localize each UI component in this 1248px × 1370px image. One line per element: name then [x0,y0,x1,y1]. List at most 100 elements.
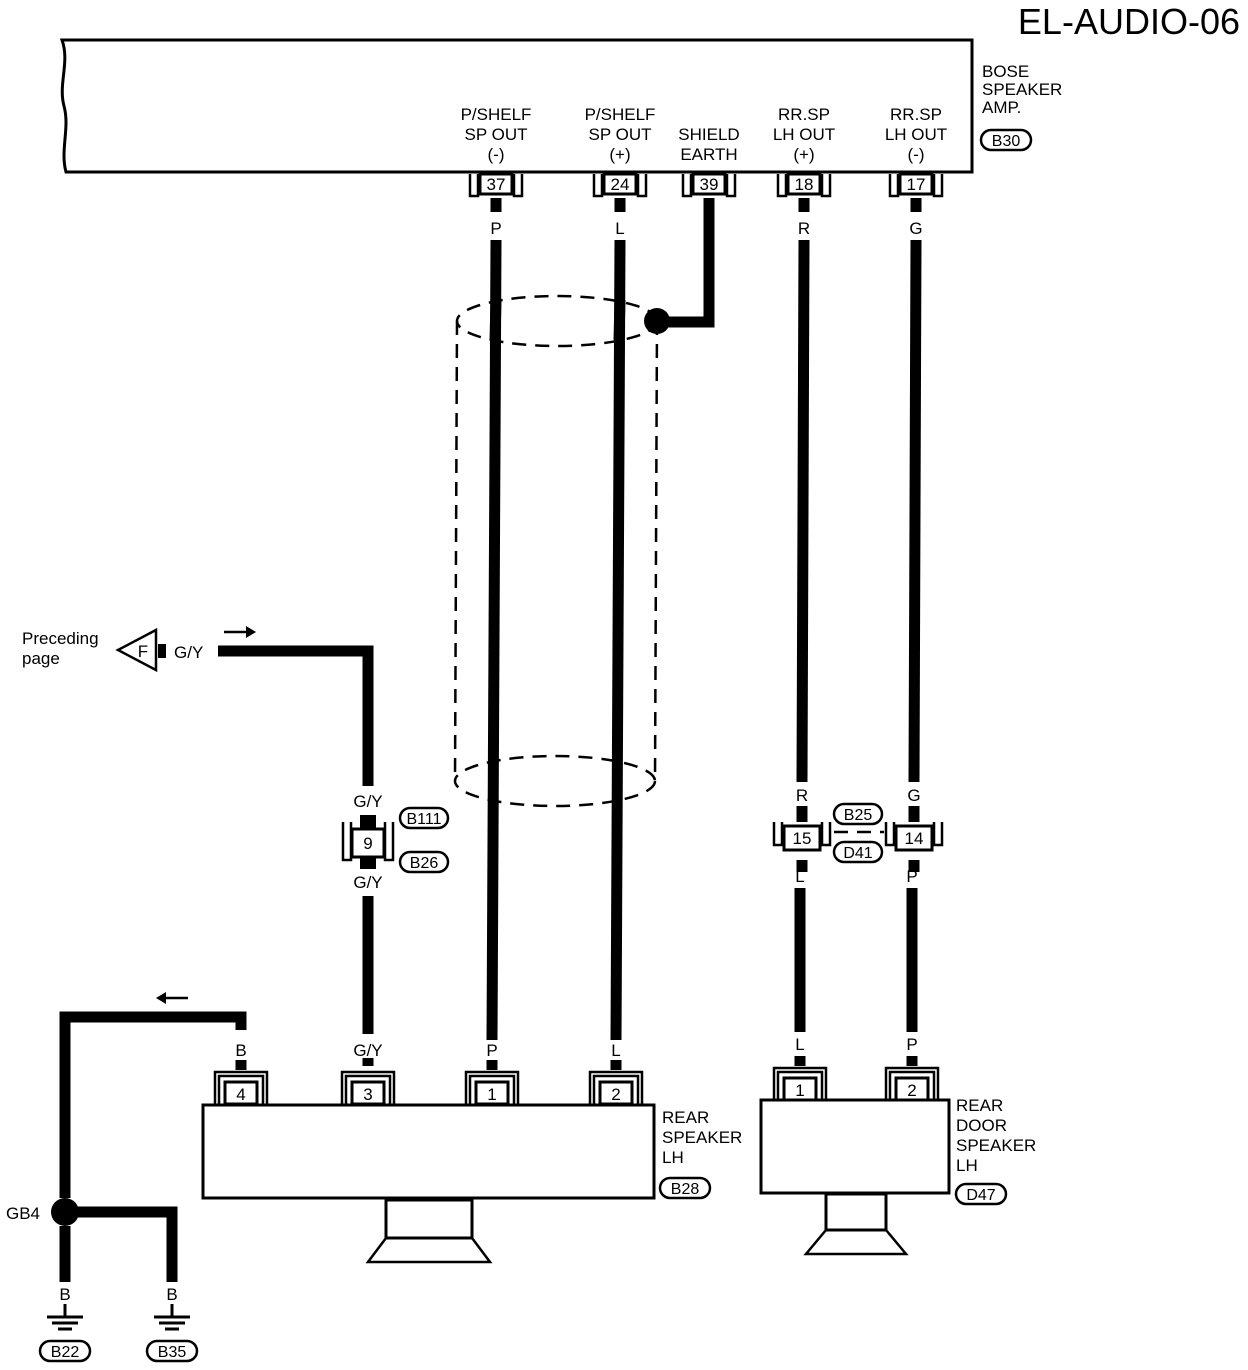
rear-door-speaker-body [759,1098,951,1195]
inline-connector-b25-pin14: 14 [884,822,944,852]
svg-text:1: 1 [487,1085,496,1104]
svg-text:B35: B35 [158,1344,187,1361]
svg-text:B30: B30 [992,133,1021,150]
wire-color-17: G [909,219,922,238]
wire-color-gy-bottom: G/Y [353,873,382,892]
connector-badge-b111: B111 [398,806,450,830]
ground-symbol-icon-1 [47,1304,83,1331]
amp-pin-37: 37 [468,172,524,198]
wire-color-37: P [490,219,501,238]
svg-text:P/SHELF: P/SHELF [461,105,532,124]
svg-text:B26: B26 [410,855,439,872]
wire-overlay-2 [613,299,626,341]
svg-text:B28: B28 [671,1181,700,1198]
rear-speaker-wire-l: L [611,1041,620,1060]
rear-door-pin-2: 2 [884,1066,940,1102]
rear-speaker-wire-gy: G/Y [353,1041,382,1060]
svg-text:(-): (-) [908,145,925,164]
rear-door-pin-1: 1 [772,1066,828,1102]
direction-arrow-left [156,992,188,1004]
preceding-page-flag: F [115,627,166,673]
svg-text:LH: LH [662,1148,684,1167]
rear-speaker-body [201,1103,656,1200]
amp-pin-17: 17 [888,172,944,198]
rear-speaker-wire-p: P [486,1041,497,1060]
svg-text:LH OUT: LH OUT [885,125,947,144]
svg-text:LH OUT: LH OUT [773,125,835,144]
direction-arrow-right [224,626,256,638]
splice-label-gb4: GB4 [6,1204,40,1223]
svg-text:D47: D47 [966,1187,995,1204]
inline-connector-b111: 9 [341,815,395,869]
svg-text:B22: B22 [51,1344,80,1361]
rear-speaker-pin-2: 2 [588,1070,644,1106]
wire-b-splice-right [76,1206,178,1282]
svg-text:DOOR: DOOR [956,1116,1007,1135]
svg-text:BOSE: BOSE [982,62,1029,81]
wire-color-l-bottom: L [795,867,804,886]
rear-speaker-pin-1: 1 [464,1070,520,1106]
wire-color-p-bottom: P [906,867,917,886]
wire-p-shelf-minus [486,198,502,1041]
svg-text:F: F [138,642,148,661]
svg-text:LH: LH [956,1156,978,1175]
rear-door-speaker-name: REAR DOOR SPEAKER LH [956,1096,1036,1175]
wire-color-g-top: G [907,786,920,805]
wire-rr-sp-plus [794,198,810,1066]
svg-text:SPEAKER: SPEAKER [662,1128,742,1147]
amp-pin-39: 39 [681,172,737,198]
svg-text:EARTH: EARTH [680,145,737,164]
svg-text:14: 14 [905,829,924,848]
rear-speaker-name: REAR SPEAKER LH [662,1108,742,1167]
wire-rr-sp-minus [906,198,922,1066]
wire-overlay-1 [489,299,502,341]
page-title: EL-AUDIO-06 [1018,1,1240,42]
amp-terminal-37-label: P/SHELF SP OUT (-) [461,105,532,164]
svg-text:37: 37 [487,175,506,194]
svg-text:SPEAKER: SPEAKER [956,1136,1036,1155]
ground-symbol-icon-2 [154,1304,190,1331]
connector-badge-b26: B26 [398,850,450,874]
amp-box [59,38,974,174]
splice-gb4-dot [51,1198,79,1226]
wire-b-ground-main [59,1011,247,1198]
wire-color-r-top: R [796,786,808,805]
svg-text:SHIELD: SHIELD [678,125,739,144]
svg-text:page: page [22,649,60,668]
svg-text:SP OUT: SP OUT [589,125,652,144]
amp-name: BOSE SPEAKER AMP. [982,62,1062,117]
wire-color-18: R [798,219,810,238]
wire-gy-preceding [218,645,374,786]
svg-text:SPEAKER: SPEAKER [982,80,1062,99]
rear-speaker-pin-4: 4 [213,1070,269,1106]
svg-text:REAR: REAR [662,1108,709,1127]
svg-text:24: 24 [611,175,630,194]
svg-text:B111: B111 [407,811,442,828]
preceding-wire-color: G/Y [174,643,203,662]
svg-text:P/SHELF: P/SHELF [585,105,656,124]
svg-text:RR.SP: RR.SP [778,105,830,124]
svg-text:B25: B25 [844,807,873,824]
amp-terminal-17-label: RR.SP LH OUT (-) [885,105,947,164]
svg-text:RR.SP: RR.SP [890,105,942,124]
wire-p-shelf-plus [610,198,626,1041]
svg-text:4: 4 [236,1085,245,1104]
svg-text:1: 1 [795,1081,804,1100]
svg-text:39: 39 [700,175,719,194]
rear-speaker-connector-badge: B28 [658,1176,712,1200]
connector-badge-b25: B25 [832,802,884,826]
svg-text:D41: D41 [843,845,872,862]
svg-text:17: 17 [907,175,926,194]
rear-door-wire-p: P [906,1035,917,1054]
amp-connector-badge: B30 [979,128,1033,152]
wire-color-gy-top: G/Y [353,792,382,811]
svg-text:Preceding: Preceding [22,629,99,648]
amp-terminal-39-label: SHIELD EARTH [678,125,739,164]
amp-pin-18: 18 [776,172,832,198]
svg-text:9: 9 [363,834,372,853]
svg-text:REAR: REAR [956,1096,1003,1115]
preceding-page-label: Preceding page [22,629,99,668]
svg-text:(-): (-) [488,145,505,164]
svg-text:2: 2 [611,1085,620,1104]
